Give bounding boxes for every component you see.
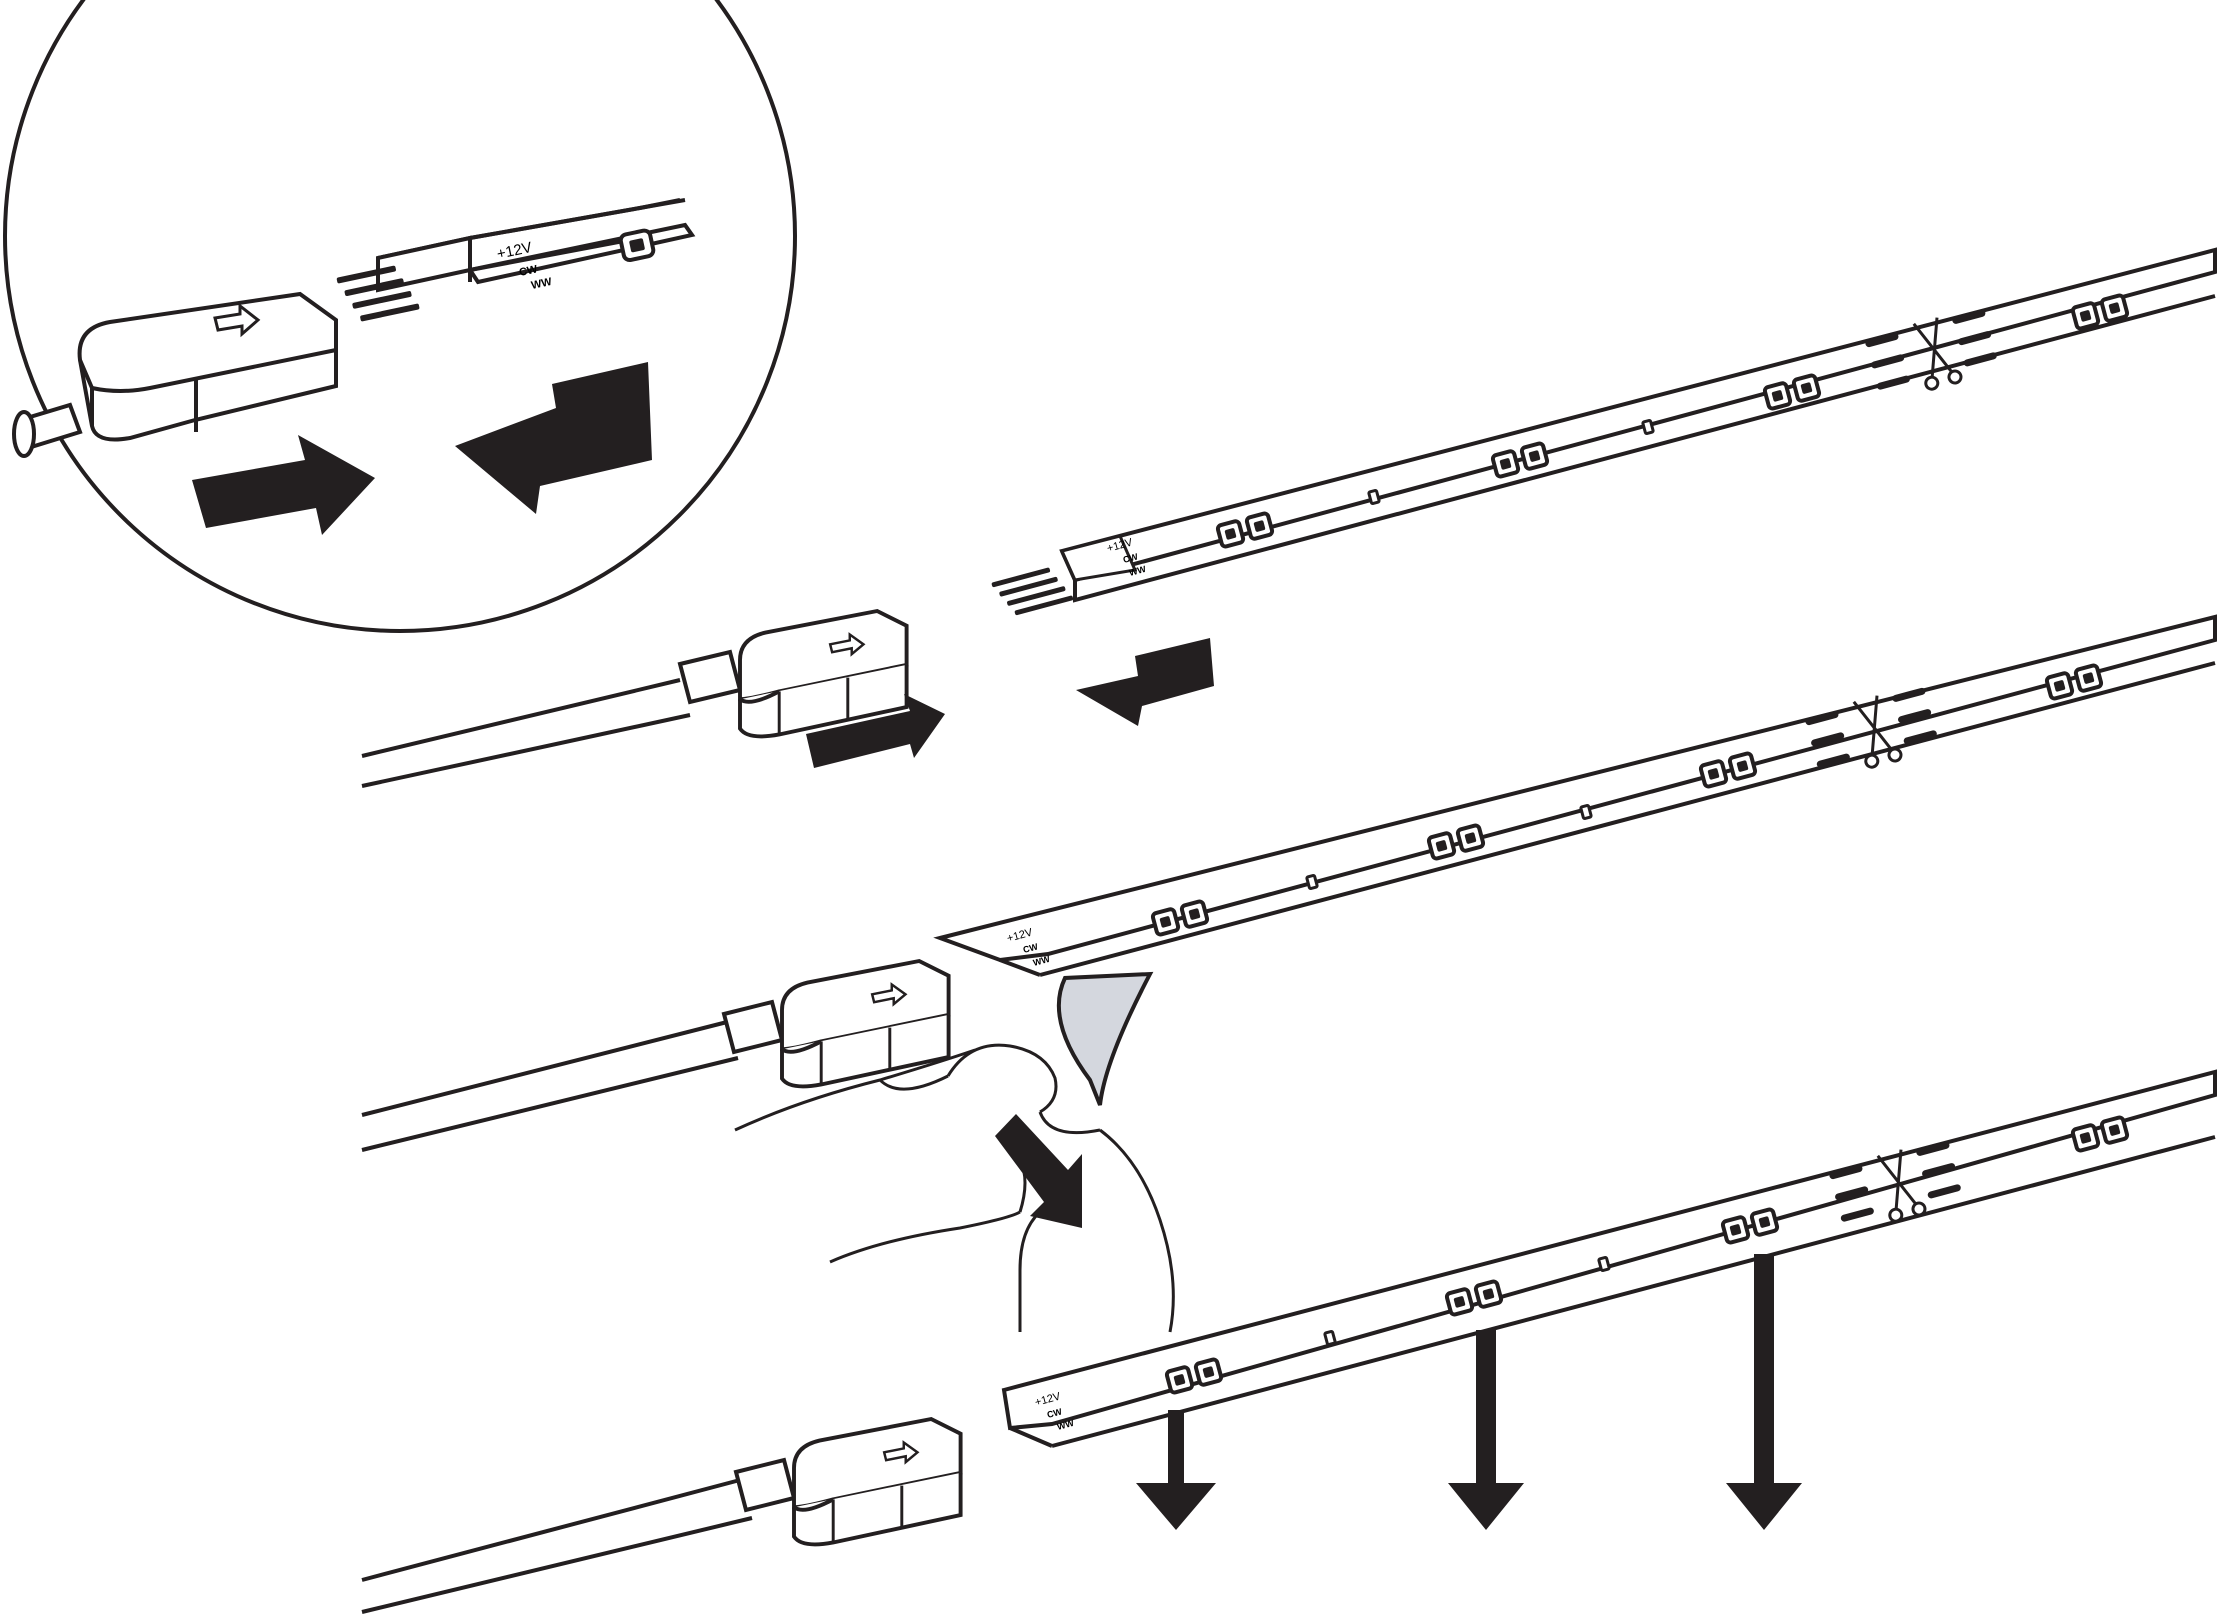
push-arrow-icon: [192, 435, 375, 535]
led-strip-middle: +12V CW WW: [933, 614, 2217, 1106]
connector-step3: [792, 1417, 963, 1547]
push-arrow-icon: [455, 362, 652, 514]
led-strip-bottom: +12V CW WW: [1001, 1069, 2217, 1448]
strip1-label-cw: CW: [1122, 551, 1140, 565]
backing-tape: [1056, 971, 1154, 1106]
push-arrow-icon: [1076, 638, 1214, 726]
detail-strip: +12V CW WW: [336, 198, 696, 322]
detail-label-cw: CW: [518, 263, 539, 279]
detail-magnifier: +12V CW WW: [3, 0, 797, 633]
strip2-label-cw: CW: [1022, 941, 1040, 955]
hand-illustration: [734, 1043, 1175, 1333]
peel-arrow-icon: [995, 1114, 1082, 1228]
detail-label-12v: +12V: [495, 239, 533, 263]
strip2-label-ww: WW: [1032, 954, 1051, 968]
strip3-label-cw: CW: [1046, 1406, 1064, 1420]
magnifier-circle: [3, 0, 797, 633]
press-down-arrow-icon: [1448, 1330, 1524, 1530]
cable-step2: [361, 959, 951, 1152]
cable-step3: [361, 1417, 963, 1614]
led-strip-top: +12V CW WW: [991, 247, 2217, 620]
strip3-label-ww: WW: [1056, 1418, 1075, 1432]
detail-connector: [12, 291, 338, 458]
detail-label-ww: WW: [530, 276, 553, 292]
direction-arrow-icon: [213, 302, 261, 338]
press-down-arrow-icon: [1726, 1254, 1802, 1530]
press-down-arrow-icon: [1136, 1410, 1216, 1530]
push-arrow-icon: [806, 694, 945, 768]
strip1-label-ww: WW: [1128, 564, 1147, 578]
cable-step1: [361, 609, 909, 788]
detail-pins: [336, 265, 420, 322]
